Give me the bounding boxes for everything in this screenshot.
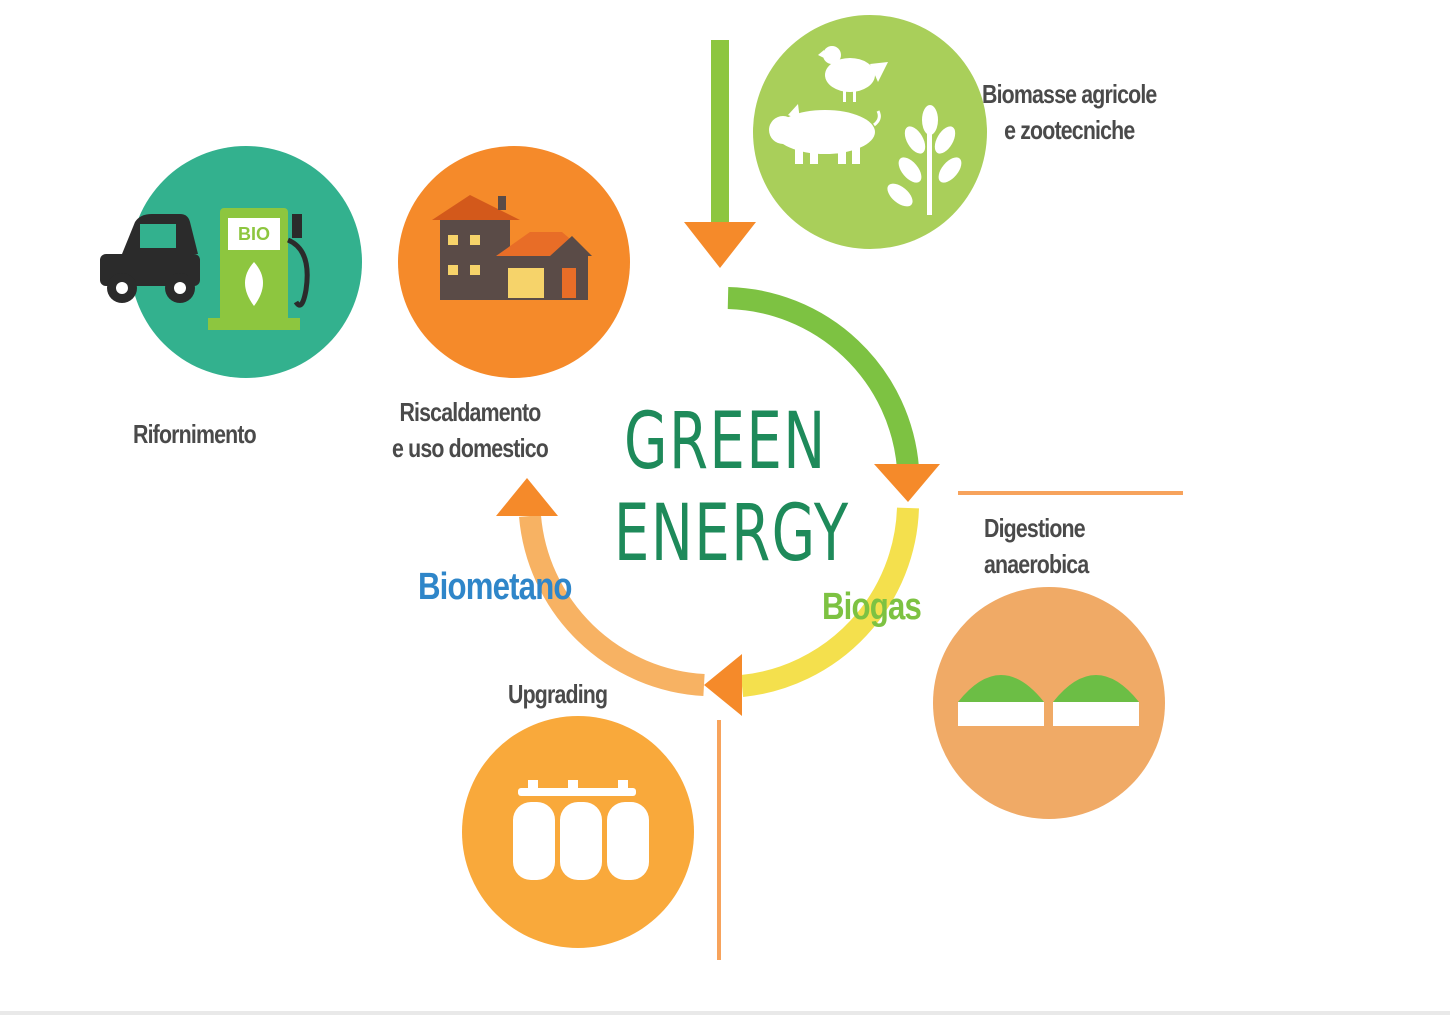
upgrading-label-text: Upgrading xyxy=(508,679,608,709)
digestion-label: Digestione anaerobica xyxy=(984,510,1089,582)
biomass-label: Biomasse agricole e zootecniche xyxy=(982,76,1157,148)
biometano-label: Biometano xyxy=(418,566,572,608)
biomass-label-line-2: e zootecniche xyxy=(1004,115,1135,145)
upgrading-divider xyxy=(717,720,721,960)
digester-domes-icon xyxy=(958,675,1139,726)
upgrading-circle xyxy=(462,716,694,948)
orange-arc xyxy=(519,514,705,696)
refuel-circle xyxy=(100,146,362,378)
upgrading-arrowhead xyxy=(704,654,742,716)
biogas-label: Biogas xyxy=(822,586,922,628)
heating-label-line-2: e uso domestico xyxy=(392,433,549,463)
pig-icon xyxy=(769,104,881,164)
biomass-circle xyxy=(753,15,987,249)
digestion-divider xyxy=(958,491,1183,495)
gas-tanks-icon xyxy=(513,780,649,880)
car-icon xyxy=(100,214,200,303)
biometano-arrowhead xyxy=(496,478,558,516)
digestion-label-line-2: anaerobica xyxy=(984,549,1089,579)
biogas-arrowhead xyxy=(874,464,940,502)
biomass-input-line xyxy=(711,40,729,232)
refuel-label-text: Rifornimento xyxy=(133,419,257,449)
center-title-line-2: ENERGY xyxy=(613,489,850,579)
green-arc xyxy=(727,287,919,469)
heating-label: Riscaldamento e uso domestico xyxy=(392,394,549,466)
fuel-pump-badge: BIO xyxy=(237,224,270,244)
heating-label-line-1: Riscaldamento xyxy=(399,397,541,427)
digestion-label-line-1: Digestione xyxy=(984,513,1086,543)
upgrading-label: Upgrading xyxy=(508,676,608,712)
biomass-label-line-1: Biomasse agricole xyxy=(982,79,1157,109)
digestion-circle xyxy=(933,587,1165,819)
bottom-divider xyxy=(0,1011,1450,1015)
fuel-pump-icon xyxy=(208,208,310,330)
yellow-arc xyxy=(740,507,919,697)
houses-icon xyxy=(432,195,592,300)
wheat-icon xyxy=(885,103,964,215)
heating-circle xyxy=(398,146,630,378)
biomass-input-arrowhead xyxy=(684,222,756,268)
center-title-line-1: GREEN xyxy=(624,397,827,487)
refuel-label: Rifornimento xyxy=(133,416,257,452)
chicken-icon xyxy=(818,46,888,102)
center-title: GREEN ENERGY xyxy=(614,396,850,580)
